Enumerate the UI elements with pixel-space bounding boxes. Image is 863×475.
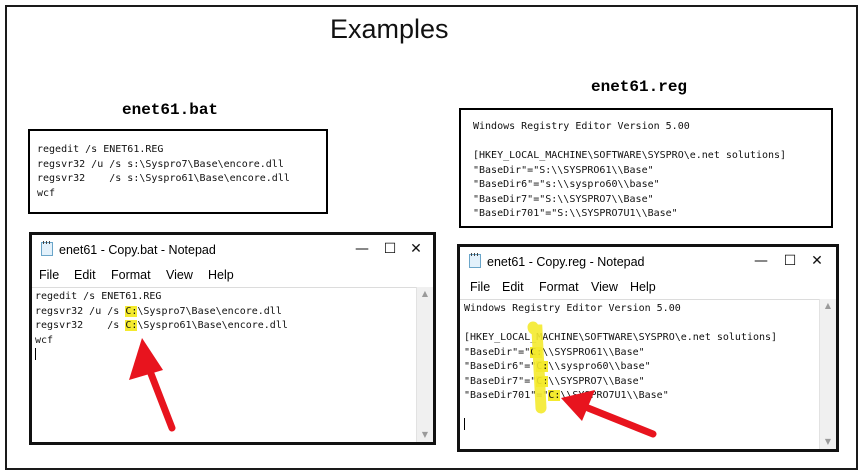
editor-line: regedit /s ENET61.REG [35,291,162,302]
drive-highlight: C: [536,361,549,372]
title-bar: enet61 - Copy.reg - Notepad — ☐ ✕ [460,247,836,275]
drive-highlight: C: [530,346,543,358]
scroll-down-icon[interactable]: ▼ [824,437,832,446]
minimize-icon[interactable]: — [355,241,369,257]
scroll-down-icon[interactable]: ▼ [421,430,429,439]
reg-caption: enet61.reg [591,78,688,96]
vertical-scrollbar[interactable]: ▲ ▼ [819,299,836,449]
editor-line: [HKEY_LOCAL_MACHINE\SOFTWARE\SYSPRO\e.ne… [464,332,778,343]
notepad-window-bat: enet61 - Copy.bat - Notepad — ☐ ✕ File E… [29,232,436,445]
code-line: regedit /s ENET61.REG [37,144,164,155]
code-line: [HKEY_LOCAL_MACHINE\SOFTWARE\SYSPRO\e.ne… [473,150,787,161]
title-bar: enet61 - Copy.bat - Notepad — ☐ ✕ [32,235,433,263]
menu-view[interactable]: View [591,280,618,294]
menu-edit[interactable]: Edit [502,280,524,294]
menu-bar: File Edit Format View Help [460,280,836,298]
menu-format[interactable]: Format [111,268,151,282]
text-caret [35,348,417,363]
drive-highlight: C: [125,320,138,331]
code-line: "BaseDir701"="S:\\SYSPRO7U1\\Base" [473,208,678,219]
text-editor[interactable]: Windows Registry Editor Version 5.00 [HK… [460,299,820,449]
menu-help[interactable]: Help [208,268,234,282]
menu-format[interactable]: Format [539,280,579,294]
drive-highlight: C: [548,390,561,401]
code-line [473,135,831,150]
editor-line: regsvr32 /u /s C:\Syspro7\Base\encore.dl… [35,305,282,317]
editor-line [464,404,820,419]
close-icon[interactable]: ✕ [811,253,823,269]
drive-highlight: C: [536,375,549,387]
code-line: wcf [37,187,56,199]
scroll-up-icon[interactable]: ▲ [824,301,832,310]
drive-highlight: C: [125,305,138,317]
bat-code-box: regedit /s ENET61.REG regsvr32 /u /s s:\… [28,129,328,214]
minimize-icon[interactable]: — [754,253,768,269]
editor-line: "BaseDir7"="C:\\SYSPRO7\\Base" [464,375,645,387]
editor-line: Windows Registry Editor Version 5.00 [464,303,681,314]
editor-line: wcf [35,334,54,346]
window-title: enet61 - Copy.reg - Notepad [487,255,645,269]
maximize-icon[interactable]: ☐ [383,241,397,257]
editor-line: regsvr32 /s C:\Syspro61\Base\encore.dll [35,320,288,331]
code-line: regsvr32 /s s:\Syspro61\Base\encore.dll [37,173,290,184]
menu-view[interactable]: View [166,268,193,282]
editor-line: "BaseDir"="C:\\SYSPRO61\\Base" [464,346,645,358]
menu-file[interactable]: File [470,280,491,294]
maximize-icon[interactable]: ☐ [783,253,797,269]
code-line: Windows Registry Editor Version 5.00 [473,121,690,132]
close-icon[interactable]: ✕ [410,241,422,257]
code-line: "BaseDir"="S:\\SYSPRO61\\Base" [473,164,654,176]
scroll-up-icon[interactable]: ▲ [421,289,429,298]
editor-line: "BaseDir701"="C:\\SYSPRO7U1\\Base" [464,390,669,401]
menu-help[interactable]: Help [630,280,656,294]
code-line: "BaseDir7"="S:\\SYSPRO7\\Base" [473,193,654,205]
editor-line: "BaseDir6"="C:\\syspro60\\base" [464,361,651,372]
notepad-icon [41,241,53,256]
text-editor[interactable]: regedit /s ENET61.REG regsvr32 /u /s C:\… [32,287,417,442]
notepad-icon [469,253,481,268]
code-line: "BaseDir6"="s:\\syspro60\\base" [473,179,660,190]
menu-bar: File Edit Format View Help [32,268,433,286]
menu-edit[interactable]: Edit [74,268,96,282]
bat-caption: enet61.bat [122,101,219,119]
notepad-window-reg: enet61 - Copy.reg - Notepad — ☐ ✕ File E… [457,244,839,452]
vertical-scrollbar[interactable]: ▲ ▼ [416,287,433,442]
text-caret [464,418,820,433]
reg-code-box: Windows Registry Editor Version 5.00 [HK… [459,108,833,228]
menu-file[interactable]: File [39,268,60,282]
page-title: Examples [330,14,449,44]
code-line: regsvr32 /u /s s:\Syspro7\Base\encore.dl… [37,158,284,170]
window-title: enet61 - Copy.bat - Notepad [59,243,216,257]
editor-line [464,317,820,332]
